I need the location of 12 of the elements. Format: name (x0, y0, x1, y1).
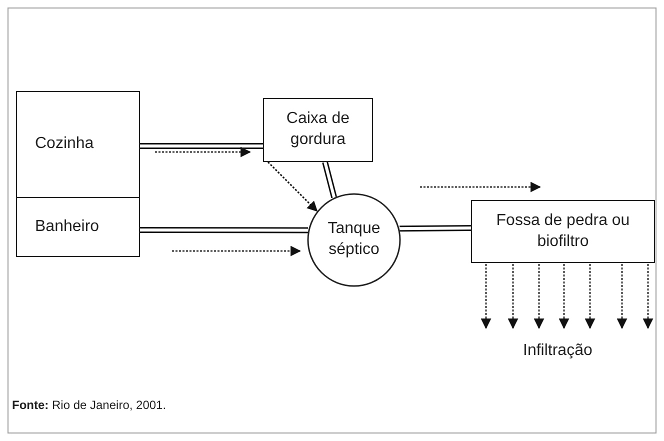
node-label: Cozinha (35, 134, 94, 154)
node-label: Banheiro (35, 216, 100, 237)
process-box (16, 91, 140, 198)
infiltration-label: Infiltração (523, 342, 592, 360)
process-box (16, 197, 140, 257)
node-label: Caixa de gordura (285, 109, 351, 150)
node-label: Tanque séptico (326, 219, 382, 260)
source-note: Fonte: Rio de Janeiro, 2001. (12, 398, 166, 412)
process-box (471, 200, 655, 263)
tank-circle (307, 193, 401, 287)
node-label: Fossa de pedra ou biofiltro (495, 210, 631, 252)
process-box (263, 98, 373, 162)
